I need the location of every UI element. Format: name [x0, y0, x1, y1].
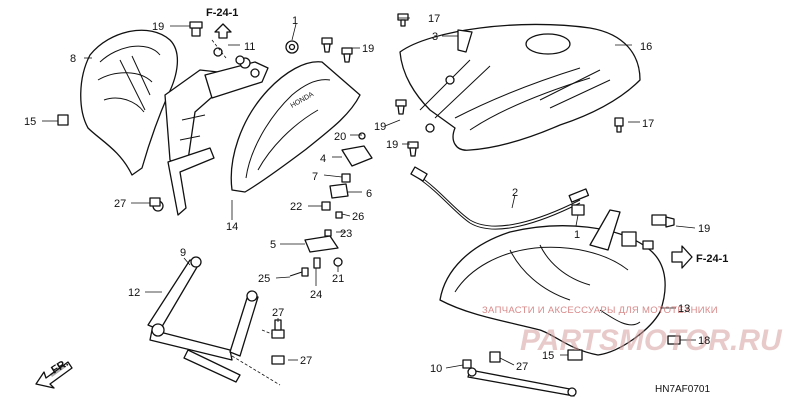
tank-cover [399, 23, 641, 151]
callout: 17 [642, 118, 654, 130]
callout: 19 [698, 223, 710, 235]
callouts: 19 1 17 3 16 8 11 19 15 19 17 20 4 19 7 … [24, 13, 710, 375]
callout: 13 [678, 303, 690, 315]
callout: 6 [366, 188, 372, 200]
hardware [57, 13, 681, 369]
watermark-small: ЗАПЧАСТИ И АКСЕССУАРЫ ДЛЯ МОТОТЕХНИКИ [482, 305, 718, 316]
lower-stay-frame [147, 256, 259, 383]
callout: 16 [640, 41, 652, 53]
callout: 14 [226, 221, 238, 233]
center-front-cover: HONDA [230, 61, 361, 193]
callout: 21 [332, 273, 344, 285]
callout: 15 [542, 350, 554, 362]
callout: 3 [432, 31, 438, 43]
throttle-cable [410, 166, 590, 230]
callout: 27 [300, 355, 312, 367]
callout: 2 [512, 187, 518, 199]
leader-lines [42, 17, 696, 386]
callout: 22 [290, 201, 302, 213]
callout: 18 [698, 335, 710, 347]
callout: 8 [70, 53, 76, 65]
callout: 4 [320, 153, 326, 165]
front-lower-cover [439, 209, 666, 356]
callout: 10 [430, 363, 442, 375]
ref-f24-1-right: F-24-1 [671, 245, 728, 269]
watermark-big: PARTSMOTOR.RU [520, 324, 783, 357]
callout: 19 [152, 21, 164, 33]
ref-f24-1-top: F-24-1 [206, 7, 238, 39]
diagram-code: HN7AF0701 [655, 384, 710, 395]
callout: 20 [334, 131, 346, 143]
callout: 1 [574, 229, 580, 241]
front-arrow-icon: FR. [35, 357, 73, 389]
lower-small-stay [467, 367, 577, 397]
callout: 1 [292, 15, 298, 27]
callout: 26 [352, 211, 364, 223]
callout: 23 [340, 228, 352, 240]
lower-left-stay [152, 147, 215, 216]
callout: 12 [128, 287, 140, 299]
left-shroud [80, 29, 178, 176]
callout: 19 [362, 43, 374, 55]
callout: 27 [516, 361, 528, 373]
callout: 11 [244, 41, 255, 53]
callout: 27 [114, 198, 126, 210]
callout: 19 [386, 139, 398, 151]
ref-label-top: F-24-1 [206, 7, 238, 19]
watermark: ЗАПЧАСТИ И АКСЕССУАРЫ ДЛЯ МОТОТЕХНИКИ PA… [482, 305, 783, 357]
callout: 7 [312, 171, 318, 183]
ref-label-right: F-24-1 [696, 253, 728, 265]
callout: 24 [310, 289, 322, 301]
callout: 5 [270, 239, 276, 251]
callout: 17 [428, 13, 440, 25]
callout: 25 [258, 273, 270, 285]
callout: 9 [180, 247, 186, 259]
callout: 19 [374, 121, 386, 133]
callout: 15 [24, 116, 36, 128]
left-stay-bracket [164, 57, 269, 169]
callout: 27 [272, 307, 284, 319]
